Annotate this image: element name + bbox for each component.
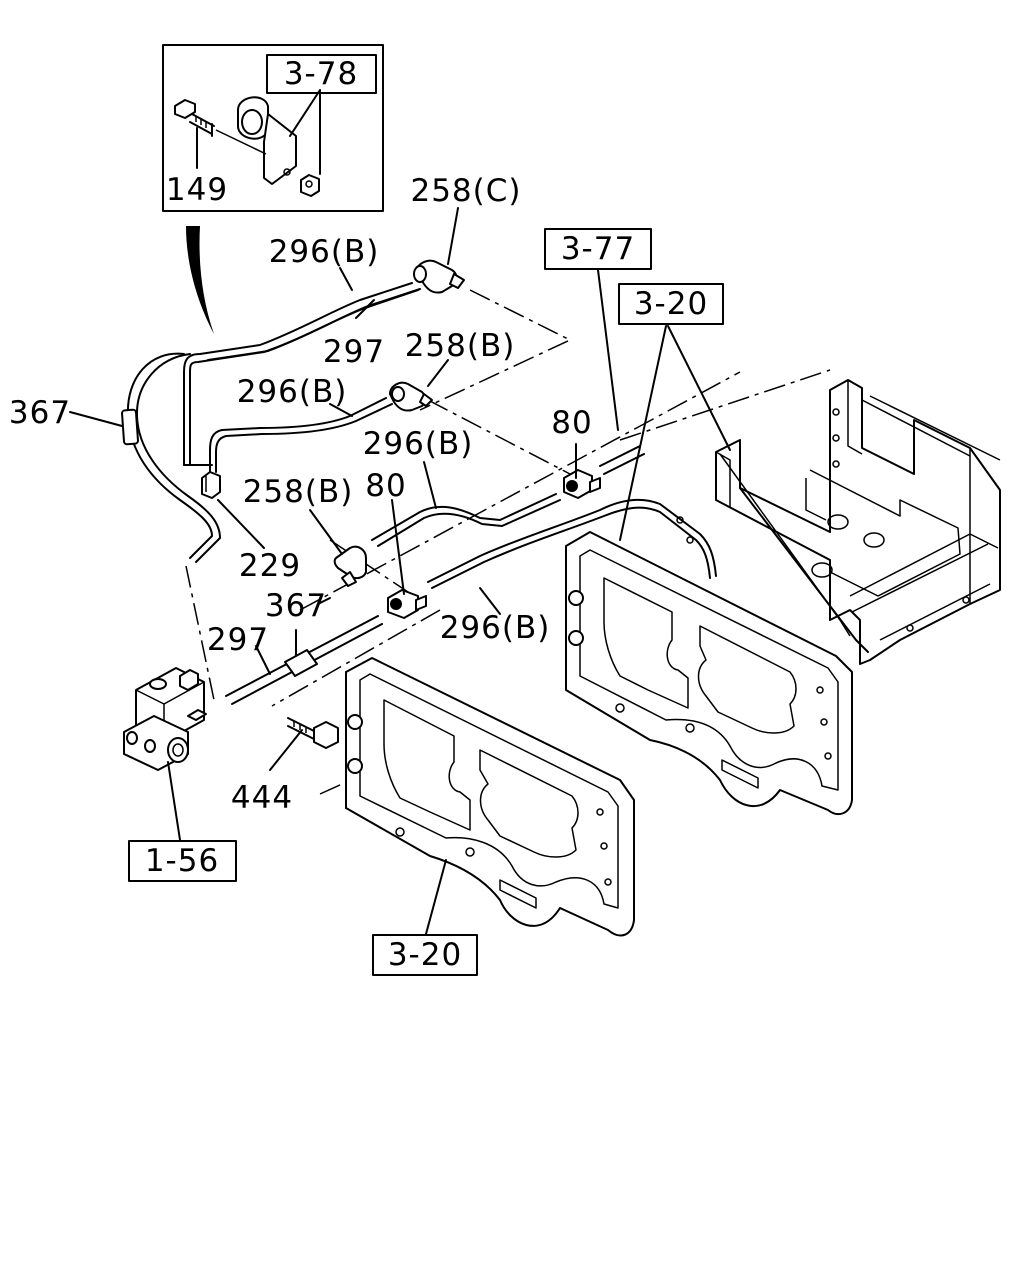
frame-plate-upper <box>565 516 853 816</box>
label-296b-low: 296(B) <box>440 610 551 646</box>
tube-assembly <box>121 282 717 705</box>
tube-sleeve-icon <box>284 649 318 677</box>
nut-icon <box>300 174 320 197</box>
assembly-lines <box>185 289 831 795</box>
ref-box-3-20-bottom[interactable] <box>372 934 478 976</box>
ref-label-3-77: 3-77 <box>561 231 635 267</box>
label-296b-center: 296(B) <box>363 426 474 462</box>
fitting-229-icon <box>201 471 221 499</box>
frame-bracket-right <box>715 379 1001 665</box>
detail-pointer <box>186 226 214 334</box>
tee-80-center-icon <box>387 589 427 619</box>
label-367-left: 367 <box>9 395 71 431</box>
inset-detail: 3-78 149 <box>162 44 384 212</box>
elbow-258b-top-icon <box>389 381 433 412</box>
hose-sleeve-icon <box>121 408 139 446</box>
ref-label-3-78: 3-78 <box>284 56 358 92</box>
ref-box-3-77[interactable] <box>544 228 652 270</box>
label-297-low: 297 <box>207 622 269 658</box>
tee-80-right-icon <box>563 469 601 499</box>
label-80-right: 80 <box>551 405 592 441</box>
bracket-icon <box>215 96 297 185</box>
ref-box-3-20-top[interactable] <box>618 283 724 325</box>
label-297-top: 297 <box>323 334 385 370</box>
leader-lines <box>69 207 731 935</box>
label-258b-mid: 258(B) <box>243 474 354 510</box>
frame-plate-lower <box>345 657 635 937</box>
label-80-center: 80 <box>365 468 406 504</box>
label-149: 149 <box>166 172 228 208</box>
label-229: 229 <box>239 548 301 584</box>
elbow-258b-mid-icon <box>333 545 367 587</box>
ref-box-3-78[interactable] <box>266 54 377 94</box>
label-258b-top: 258(B) <box>405 328 516 364</box>
ref-label-3-20-bottom: 3-20 <box>388 937 462 973</box>
solenoid-valve-icon <box>123 667 207 771</box>
label-296b-mid: 296(B) <box>237 374 348 410</box>
ref-label-3-20-top: 3-20 <box>634 286 708 322</box>
ref-label-1-56: 1-56 <box>145 843 219 879</box>
bolt-149-icon <box>174 99 215 137</box>
label-296b-top: 296(B) <box>269 234 380 270</box>
label-258c: 258(C) <box>410 173 521 209</box>
ref-box-1-56[interactable] <box>128 840 237 882</box>
label-444: 444 <box>231 780 293 816</box>
elbow-258c-icon <box>413 259 465 294</box>
label-367-center: 367 <box>265 588 327 624</box>
bolt-444-icon <box>287 717 339 749</box>
